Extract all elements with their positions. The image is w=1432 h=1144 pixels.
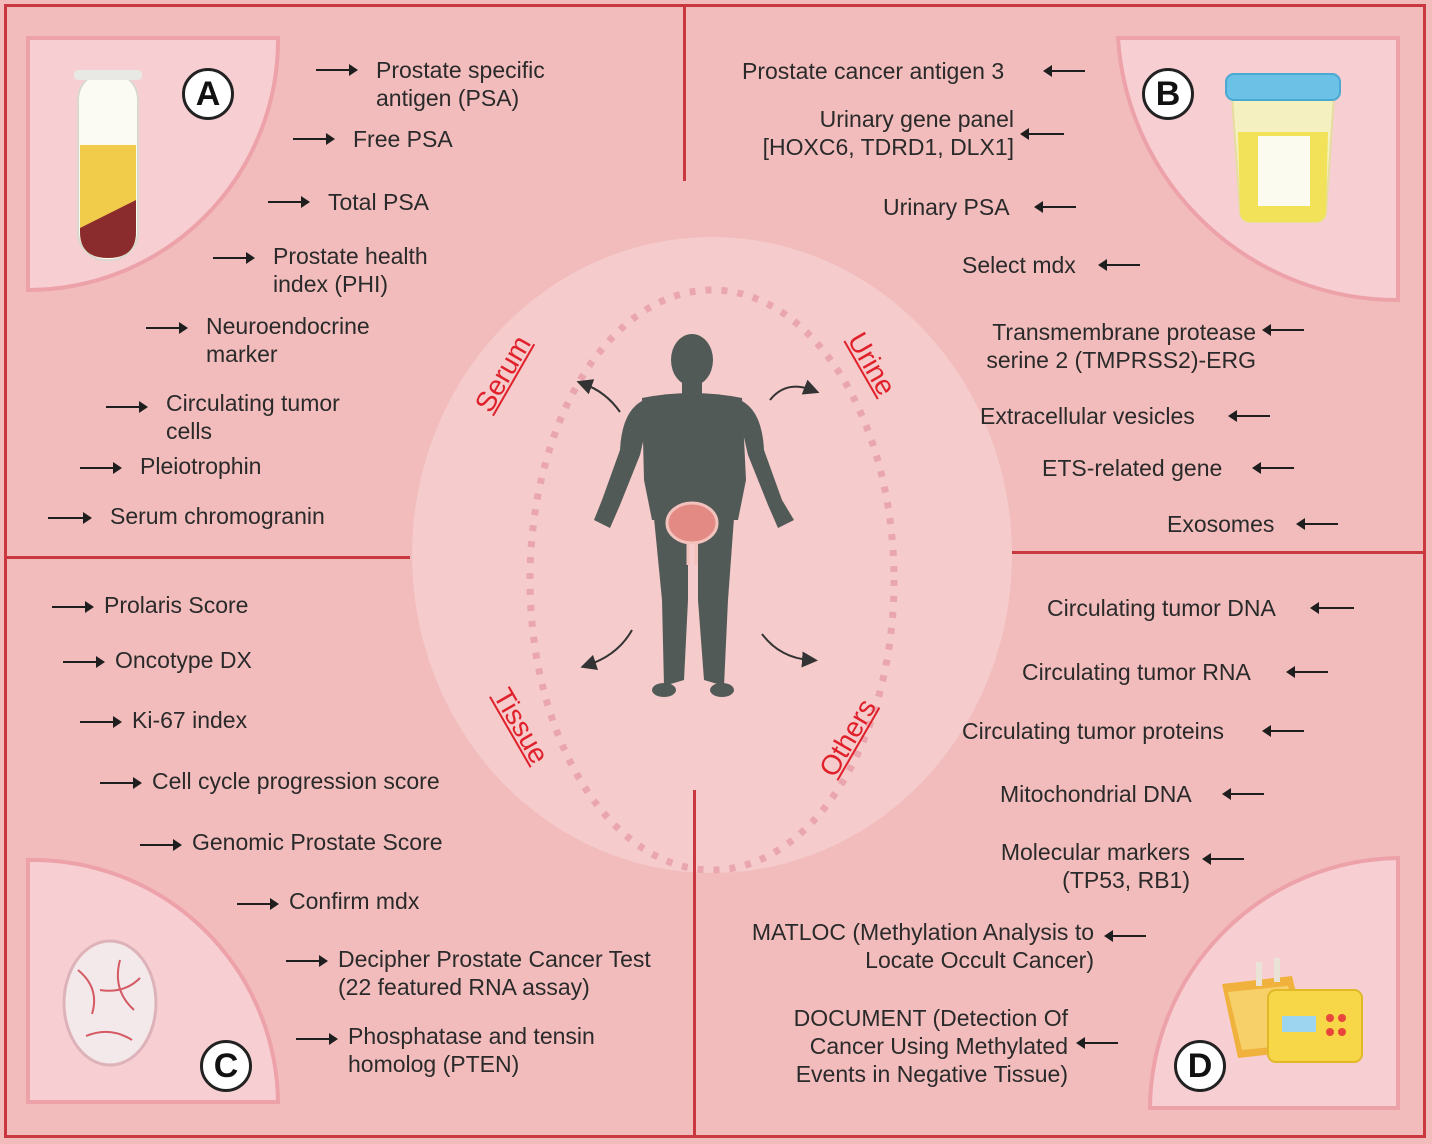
serum-item: Prostate specific antigen (PSA) bbox=[376, 57, 545, 111]
arrow bbox=[146, 322, 188, 334]
urine-item: ETS-related gene bbox=[1042, 455, 1223, 481]
arrow bbox=[268, 196, 310, 208]
serum-item: Circulating tumor cells bbox=[166, 390, 340, 444]
urine-item: Extracellular vesicles bbox=[980, 403, 1195, 429]
tissue-item: Genomic Prostate Score bbox=[192, 829, 443, 855]
arrow bbox=[1296, 518, 1338, 530]
serum-item: Prostate health index (PHI) bbox=[273, 243, 428, 297]
outer-border bbox=[4, 4, 1426, 1138]
arrow bbox=[1098, 259, 1140, 271]
arrow bbox=[1310, 602, 1354, 614]
arrow bbox=[1104, 930, 1146, 942]
arrow bbox=[1222, 788, 1264, 800]
others-item: Circulating tumor RNA bbox=[1022, 659, 1251, 685]
urine-item: Select mdx bbox=[962, 252, 1076, 278]
arrow bbox=[52, 601, 94, 613]
tissue-item: Cell cycle progression score bbox=[152, 768, 440, 794]
arrow bbox=[286, 955, 328, 967]
arrow bbox=[213, 252, 255, 264]
arrow bbox=[316, 64, 358, 76]
arrow bbox=[63, 656, 105, 668]
tissue-item: Phosphatase and tensin homolog (PTEN) bbox=[348, 1023, 595, 1077]
urine-item: Transmembrane protease serine 2 (TMPRSS2… bbox=[986, 319, 1256, 373]
arrow bbox=[1262, 324, 1304, 336]
serum-item: Free PSA bbox=[353, 126, 453, 152]
arrow bbox=[293, 133, 335, 145]
arrow bbox=[80, 716, 122, 728]
urine-item: Urinary gene panel [HOXC6, TDRD1, DLX1] bbox=[762, 106, 1014, 160]
others-item: MATLOC (Methylation Analysis to Locate O… bbox=[751, 919, 1094, 973]
divider-top bbox=[683, 6, 686, 181]
tissue-item: Oncotype DX bbox=[115, 647, 252, 673]
arrow bbox=[1252, 462, 1294, 474]
divider-right bbox=[1012, 551, 1424, 554]
arrow bbox=[1286, 666, 1328, 678]
serum-item: Pleiotrophin bbox=[140, 453, 262, 479]
urine-item: Prostate cancer antigen 3 bbox=[742, 58, 1005, 84]
badge-d: D bbox=[1174, 1040, 1226, 1092]
others-item: Circulating tumor DNA bbox=[1047, 595, 1276, 621]
arrow bbox=[1076, 1037, 1118, 1049]
divider-left bbox=[6, 556, 410, 559]
tissue-item: Ki-67 index bbox=[132, 707, 248, 733]
arrow bbox=[80, 462, 122, 474]
serum-item: Total PSA bbox=[328, 189, 429, 215]
serum-item: Neuroendocrine marker bbox=[206, 313, 370, 367]
others-item: Mitochondrial DNA bbox=[1000, 781, 1192, 807]
badge-b: B bbox=[1142, 68, 1194, 120]
arrow bbox=[48, 512, 92, 524]
others-item: Molecular markers (TP53, RB1) bbox=[1000, 839, 1190, 893]
arrow bbox=[140, 839, 182, 851]
tissue-item: Decipher Prostate Cancer Test (22 featur… bbox=[338, 946, 651, 1000]
arrow bbox=[296, 1033, 338, 1045]
arrow bbox=[1202, 853, 1244, 865]
divider-bottom bbox=[693, 790, 696, 1135]
tissue-item: Confirm mdx bbox=[289, 888, 420, 914]
arrow bbox=[106, 401, 148, 413]
arrow bbox=[1262, 725, 1304, 737]
serum-item: Serum chromogranin bbox=[110, 503, 325, 529]
badge-a: A bbox=[182, 68, 234, 120]
arrow bbox=[100, 777, 142, 789]
badge-c: C bbox=[200, 1040, 252, 1092]
others-item: Circulating tumor proteins bbox=[962, 718, 1225, 744]
others-item: DOCUMENT (Detection Of Cancer Using Meth… bbox=[793, 1005, 1068, 1087]
arrow bbox=[1020, 128, 1064, 140]
arrow bbox=[237, 898, 279, 910]
tissue-item: Prolaris Score bbox=[104, 592, 249, 618]
arrow bbox=[1228, 410, 1270, 422]
arrow bbox=[1043, 65, 1085, 77]
urine-item: Urinary PSA bbox=[883, 194, 1010, 220]
arrow bbox=[1034, 201, 1076, 213]
urine-item: Exosomes bbox=[1167, 511, 1275, 537]
